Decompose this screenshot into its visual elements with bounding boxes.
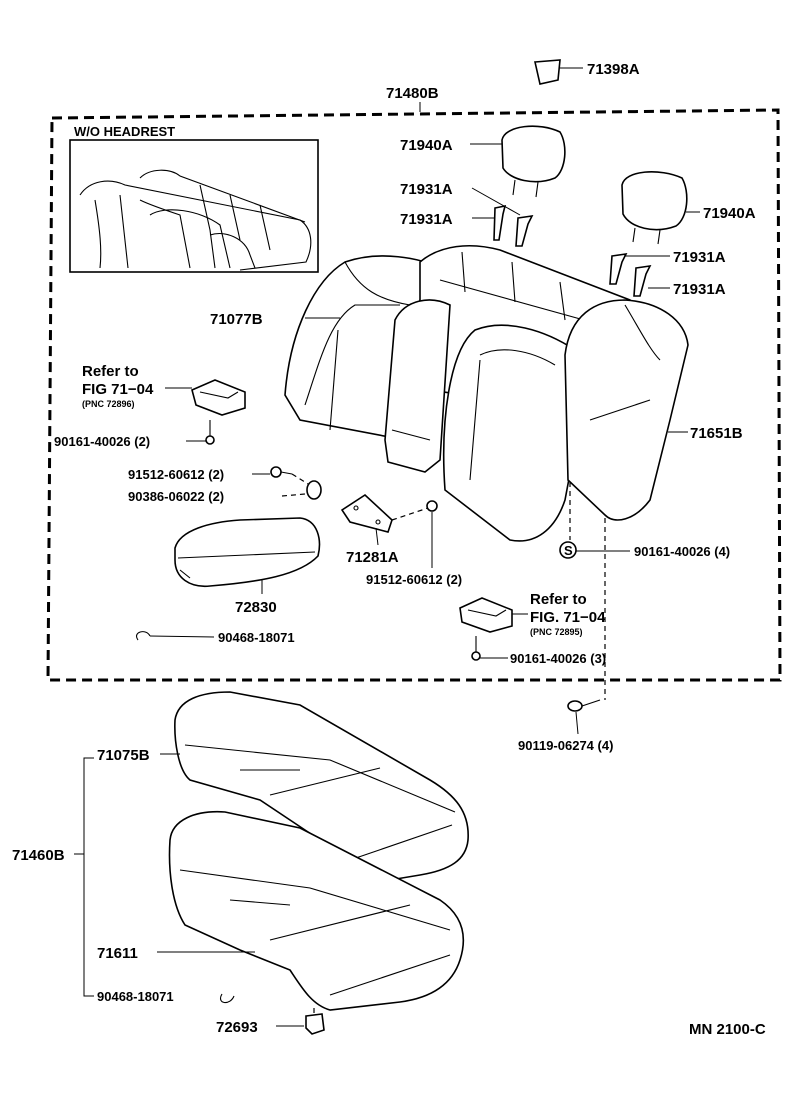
label-90468-18071-a: 90468-18071	[218, 630, 295, 645]
label-72693: 72693	[216, 1019, 258, 1036]
label-71931A-1: 71931A	[400, 181, 453, 198]
leader-90468-18071-a	[149, 635, 215, 638]
leader-90386-06022	[281, 493, 306, 497]
label-71651B: 71651B	[690, 425, 743, 442]
label-refer-to-2: Refer to	[530, 591, 587, 608]
label-fig-71-04-1: FIG 71−04	[82, 381, 154, 398]
label-pnc-72895: (PNC 72895)	[530, 627, 583, 637]
label-71281A: 71281A	[346, 549, 399, 566]
label-71398A: 71398A	[587, 61, 640, 78]
hinge-bracket-left-part	[191, 379, 246, 416]
label-71075B: 71075B	[97, 747, 150, 764]
bolt-91512-60612-left-part	[270, 466, 293, 478]
clip-90468-18071-a-part	[136, 631, 151, 641]
dash-hinge-to-bolt	[391, 507, 429, 521]
armrest-pocket	[384, 299, 451, 473]
headrest-support-left-pair	[493, 204, 534, 247]
leader-90119-06274	[575, 711, 579, 735]
headrest-support-right-pair	[609, 252, 652, 297]
bracket-71460B	[83, 757, 94, 997]
seat-cushion-pad-71611-part	[168, 810, 465, 1011]
label-fig-71-04-2: FIG. 71−04	[530, 609, 606, 626]
label-71931A-4: 71931A	[673, 281, 726, 298]
label-91512-60612-2a: 91512-60612 (2)	[128, 467, 224, 482]
clip-90468-18071-b-part	[220, 993, 235, 1004]
label-90119-06274-4: 90119-06274 (4)	[518, 738, 613, 753]
label-71480B: 71480B	[386, 85, 439, 102]
label-90161-40026-4: 90161-40026 (4)	[634, 544, 730, 559]
label-71460B: 71460B	[12, 847, 65, 864]
armrest-72830-part	[174, 517, 321, 587]
label-wo-headrest: W/O HEADREST	[74, 124, 175, 139]
without-headrest-seatback-drawing	[79, 169, 312, 271]
label-90386-06022-2: 90386-06022 (2)	[128, 489, 224, 504]
label-pnc-72896: (PNC 72896)	[82, 399, 135, 409]
seat-cushion-cover-71075B-part	[174, 691, 469, 886]
label-71931A-2: 71931A	[400, 211, 453, 228]
leader-71931A-1	[471, 187, 521, 216]
dash-bolt-to-nut	[291, 473, 309, 485]
label-71940A-right: 71940A	[703, 205, 756, 222]
label-91512-60612-2b: 91512-60612 (2)	[366, 572, 462, 587]
label-90468-18071-b: 90468-18071	[97, 989, 174, 1004]
bolt-90161-40026-3-part	[471, 636, 481, 661]
leader-71281A	[375, 527, 379, 546]
hinge-bracket-right-part	[459, 597, 513, 633]
label-71077B: 71077B	[210, 311, 263, 328]
bolt-91512-60612-right-part	[426, 500, 438, 512]
label-90161-40026-3: 90161-40026 (3)	[510, 651, 606, 666]
label-drawing-code: MN 2100-C	[689, 1021, 766, 1038]
without-headrest-inset-box	[69, 139, 319, 273]
headrest-left-part	[501, 125, 566, 198]
label-71940A-left: 71940A	[400, 137, 453, 154]
nut-90386-06022-part	[306, 480, 322, 500]
s-mark-letter: S	[564, 543, 573, 558]
clip-72693-part	[305, 1013, 325, 1035]
hinge-71281A-part	[340, 493, 393, 533]
headrest-right-part	[621, 171, 688, 245]
bolt-90161-40026-2-part	[205, 420, 215, 445]
seatback-assembly-frame	[46, 108, 782, 682]
s-mark-circle	[559, 541, 577, 559]
seatback-pad-71651B-part	[564, 299, 689, 521]
label-71611: 71611	[97, 945, 138, 962]
label-90161-40026-2: 90161-40026 (2)	[54, 434, 150, 449]
label-71931A-3: 71931A	[673, 249, 726, 266]
bolt-90119-06274-part	[567, 699, 601, 712]
clip-71398A-part	[534, 59, 561, 85]
label-refer-to-1: Refer to	[82, 363, 139, 380]
label-72830: 72830	[235, 599, 277, 616]
